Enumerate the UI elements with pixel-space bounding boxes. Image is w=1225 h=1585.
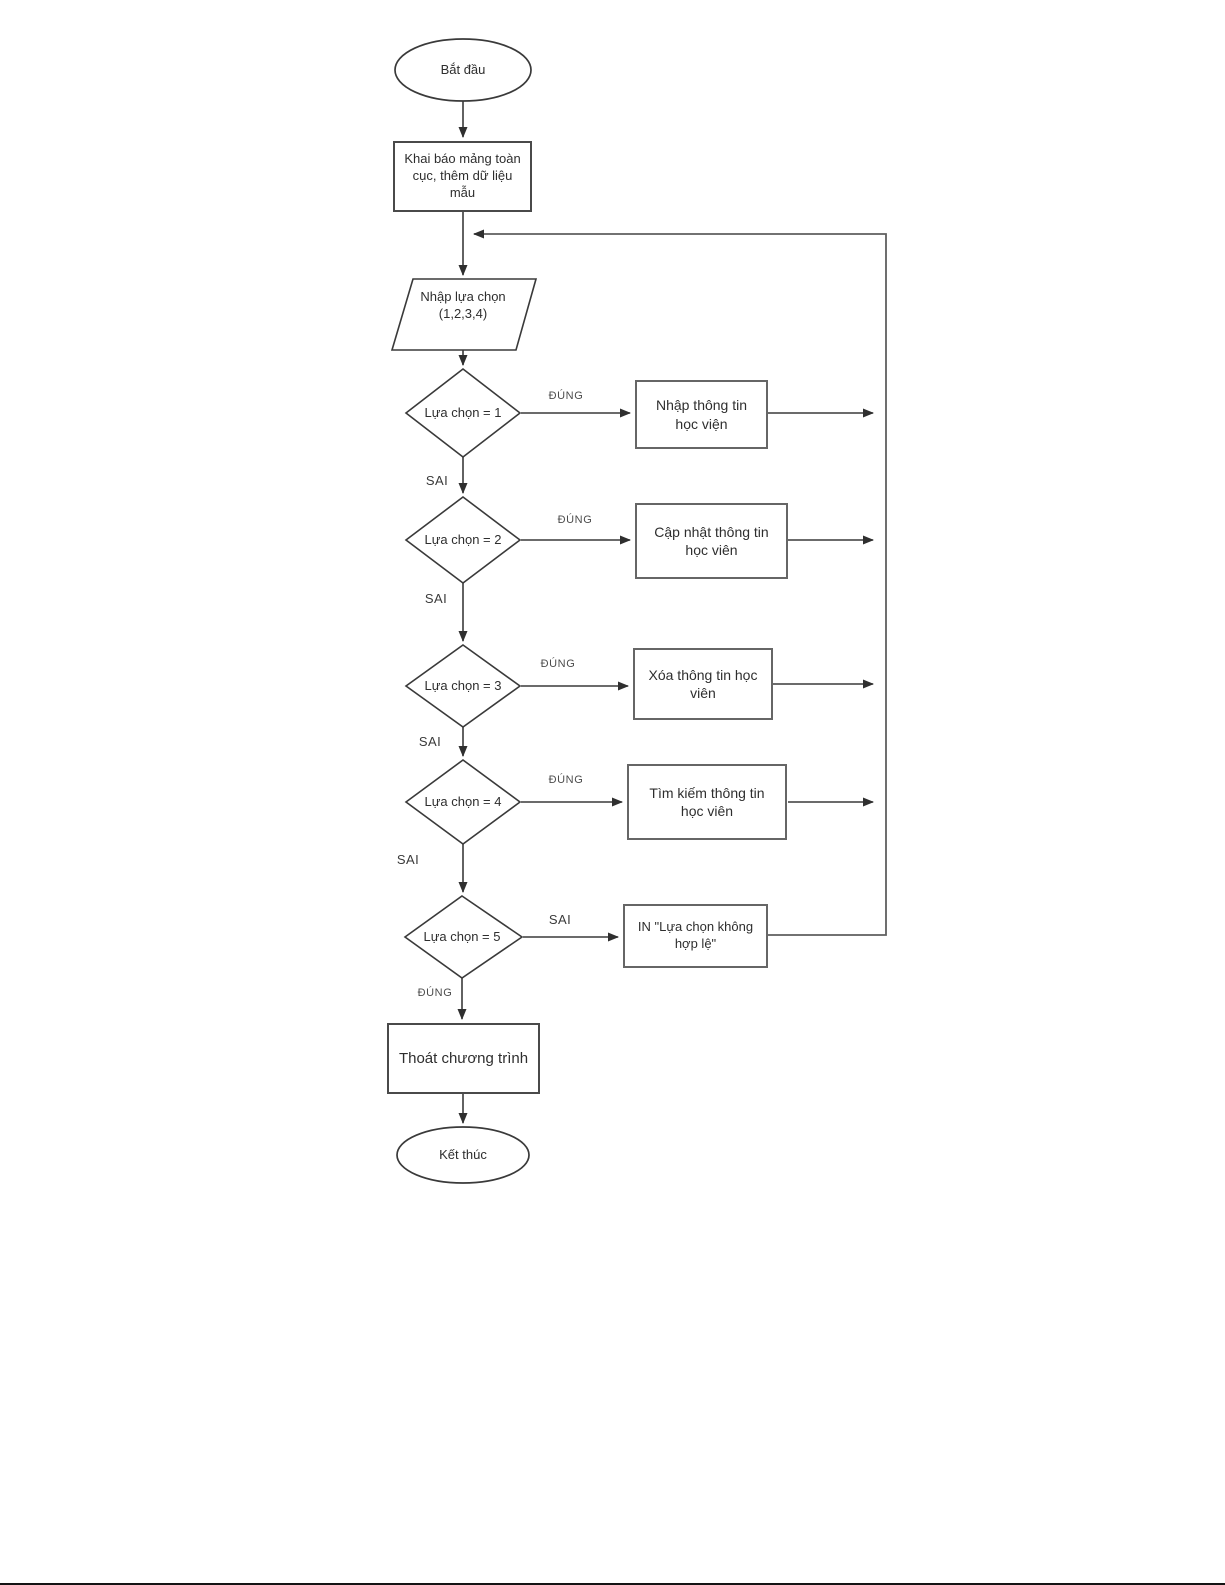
edge-label-sai-1: SAI [412, 472, 462, 488]
decision-choice-4-label: Lựa chọn = 4 [424, 793, 502, 809]
edge-label-sai-2: SAI [411, 590, 461, 606]
end-terminator-shape [396, 1126, 530, 1184]
start-label: Bắt đầu [440, 61, 486, 77]
input-choice-label: Nhập lựa chọn (1,2,3,4) [420, 289, 506, 321]
dung-text: ĐÚNG [417, 987, 453, 999]
edge-label-dung-3: ĐÚNG [528, 657, 588, 671]
process-print-invalid: IN "Lựa chọn không hợp lệ" [623, 904, 768, 968]
edge-label-dung-2: ĐÚNG [545, 513, 605, 527]
edge-label-dung-1: ĐÚNG [536, 389, 596, 403]
dung-text: ĐÚNG [557, 514, 593, 526]
decision-choice-3: Lựa chọn = 3 [405, 672, 521, 700]
edge-label-sai-4: SAI [383, 851, 433, 867]
process-print-invalid-label: IN "Lựa chọn không hợp lệ" [637, 919, 754, 951]
decision-choice-2-label: Lựa chọn = 2 [424, 531, 502, 547]
start-terminator: Bắt đầu [400, 55, 526, 85]
sai-text: SAI [548, 911, 572, 927]
process-exit-program-label: Thoát chương trình [398, 1049, 529, 1067]
input-parallelogram-shape [390, 278, 538, 351]
decision-choice-5-label: Lựa chọn = 5 [423, 928, 501, 944]
dung-text: ĐÚNG [548, 390, 584, 402]
decision-choice-2: Lựa chọn = 2 [405, 526, 521, 554]
end-terminator: Kết thúc [400, 1140, 526, 1170]
edge-label-sai-3: SAI [405, 733, 455, 749]
process-declare: Khai báo mảng toàn cục, thêm dữ liệu mẫu [393, 141, 532, 212]
process-delete-student: Xóa thông tin học viên [633, 648, 773, 720]
dung-text: ĐÚNG [548, 774, 584, 786]
process-exit-program: Thoát chương trình [387, 1023, 540, 1094]
page-bottom-rule [0, 1583, 1225, 1585]
decision-choice-3-label: Lựa chọn = 3 [424, 677, 502, 693]
edge-label-dung-5: ĐÚNG [405, 986, 465, 1000]
process-delete-student-label: Xóa thông tin học viên [648, 666, 758, 701]
process-update-student: Cập nhật thông tin học viên [635, 503, 788, 579]
process-add-student: Nhập thông tin học viện [635, 380, 768, 449]
edge-label-sai-5: SAI [535, 911, 585, 927]
decision-choice-5: Lựa chọn = 5 [404, 923, 520, 951]
process-update-student-label: Cập nhật thông tin học viên [654, 523, 769, 558]
dung-text: ĐÚNG [540, 658, 576, 670]
input-choice: Nhập lựa chọn (1,2,3,4) [403, 283, 523, 329]
process-search-student-label: Tìm kiếm thông tin học viên [649, 784, 765, 819]
process-search-student: Tìm kiếm thông tin học viên [627, 764, 787, 840]
sai-text: SAI [425, 472, 449, 488]
edge-return-rail [473, 229, 887, 936]
process-add-student-label: Nhập thông tin học viện [655, 397, 748, 432]
sai-text: SAI [424, 590, 448, 606]
process-declare-label: Khai báo mảng toàn cục, thêm dữ liệu mẫu [404, 151, 521, 200]
sai-text: SAI [418, 733, 442, 749]
flow-connectors [457, 101, 874, 1124]
decision-choice-1: Lựa chọn = 1 [405, 399, 521, 427]
decision-choice-1-label: Lựa chọn = 1 [424, 404, 502, 420]
end-label: Kết thúc [439, 1146, 487, 1162]
edge-label-dung-4: ĐÚNG [536, 773, 596, 787]
sai-text: SAI [396, 851, 420, 867]
decision-choice-4: Lựa chọn = 4 [405, 788, 521, 816]
